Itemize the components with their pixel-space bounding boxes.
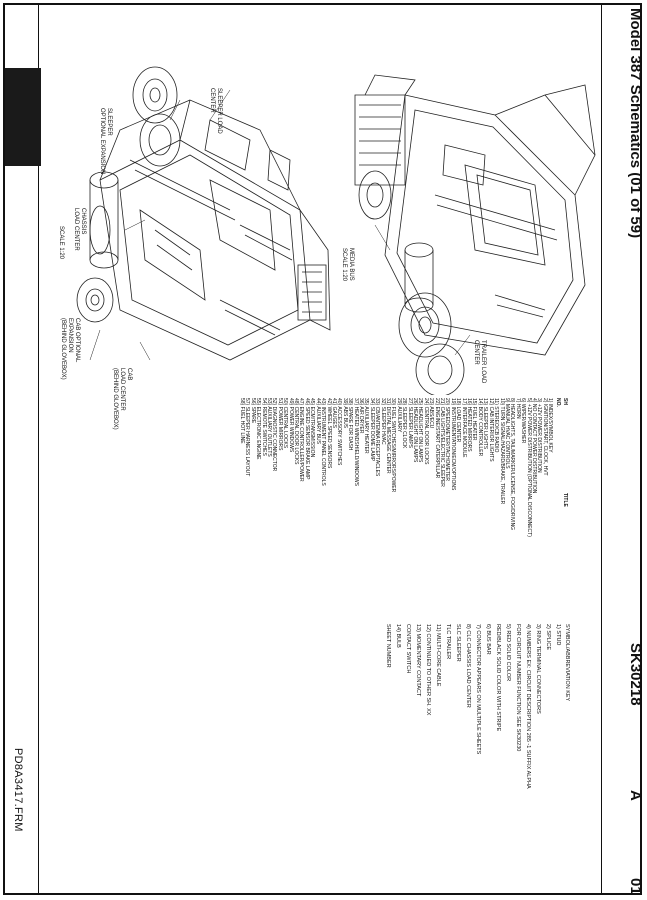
index-entry: 46) SPEED SENSOR BRAKE LAMP — [303, 398, 310, 480]
legend-entry: SHEET NUMBER — [385, 624, 391, 668]
legend-list: 1) STUD 2) SPLICE 3) RING TERMINAL CONNECT… — [385, 624, 561, 884]
index-entry: 51) POWER MIRRORS — [276, 398, 283, 451]
legend-entry: 7) CONNECTOR APPEARS ON MULTIPLE SHEETS — [475, 624, 481, 755]
index-entry: 27) SLEEPER LAMPS — [406, 398, 413, 449]
binder-tab — [5, 68, 41, 166]
index-entry: 44) AUXILIARY BUS — [314, 398, 321, 444]
legend-title: SYMBOL/ABBREVIATION KEY — [564, 624, 570, 702]
page-number: 01 — [627, 878, 644, 895]
index-entry: 19) INSTRUMENTATION/ECM/OPTIONS — [449, 398, 456, 491]
legend-entry: SLC SLEEPER — [455, 624, 461, 662]
index-entry: 17) INTERFACE MODULE — [460, 398, 467, 458]
index-entry: 12) CAB INTERIOR LIGHTS — [487, 398, 494, 462]
index-header-sh: SH — [562, 398, 568, 405]
left-margin-line — [38, 5, 39, 893]
sheet-code: SK30218 — [627, 643, 644, 706]
legend-entry: 1) STUD — [555, 624, 561, 646]
index-header-title: TITLE — [562, 492, 568, 507]
truck-illustration-day-cab — [354, 74, 596, 395]
footer-file-id: PD8A3417.FRM — [12, 748, 24, 832]
legend-entry: 4) NUMBERS EX: CIRCUIT DESCRIPTION 285 -… — [525, 624, 531, 789]
legend-entry: CONTACT SWITCH — [405, 624, 411, 674]
legend-entry: 2) SPLICE — [545, 624, 551, 650]
index-entry: 24) CENTRAL DOOR LOCKS — [422, 398, 429, 465]
legend-entry: 8) CLC CHASSIS LOAD CENTER — [465, 624, 471, 708]
legend-entry: 3) RING TERMINAL CONNECTORS — [535, 624, 541, 714]
document-title: Model 387 Schematics (01 of 59) — [627, 8, 644, 239]
legend-entry: FOR CIRCUIT NUMBER FUNCTION SEE SK30230 — [515, 624, 521, 752]
index-entry: 54) REMOTE SWITCHES — [260, 398, 267, 456]
index-entry: 39) ABS BUS — [341, 398, 348, 429]
index-entry: 22) ENGINE/START CATERPILLAR — [433, 398, 440, 479]
index-entry: 7) HORN — [514, 398, 521, 419]
legend-entry: 11) MULTI-CORE CABLE — [435, 624, 441, 687]
legend-entry: 6) BUS BAR — [485, 624, 491, 655]
legend-entry: 12) CONTINUED TO OTHER SH. XX — [425, 624, 431, 716]
legend-entry: 13) MOMENTARY CONTACT — [415, 624, 421, 697]
index-entry: 56) SPARE — [249, 398, 256, 424]
index-entry: 14) BODY CONTROLLER — [476, 398, 483, 457]
sheet-border — [3, 3, 642, 895]
truck-illustration-sleeper — [76, 66, 331, 361]
index-entry: 49) POWER WINDOWS — [287, 398, 294, 453]
symbol-legend: SYMBOL/ABBREVIATION KEY 1) STUD 2) SPLICE… — [381, 624, 570, 884]
title-strip-line — [601, 5, 602, 893]
index-entry: 34) SLEEPER DOME LAMP — [368, 398, 375, 462]
index-entry: 2) IGNITION/START, CLOCK, HVT — [541, 398, 548, 476]
legend-entry: 5) RED SOLID COLOR — [505, 624, 511, 682]
legend-entry: TLC TRAILER — [445, 624, 451, 660]
legend-entry: RED/BLACK SOLID COLOR WITH STRIPE — [495, 624, 501, 732]
revision: A — [627, 790, 644, 801]
label-scale-1: SCALE 1:20 — [58, 226, 64, 260]
index-header-no: NO. — [554, 398, 561, 407]
index-entry: 29) AUXILIARY — [395, 398, 402, 433]
legend-entry: 14) BULB — [395, 624, 401, 648]
